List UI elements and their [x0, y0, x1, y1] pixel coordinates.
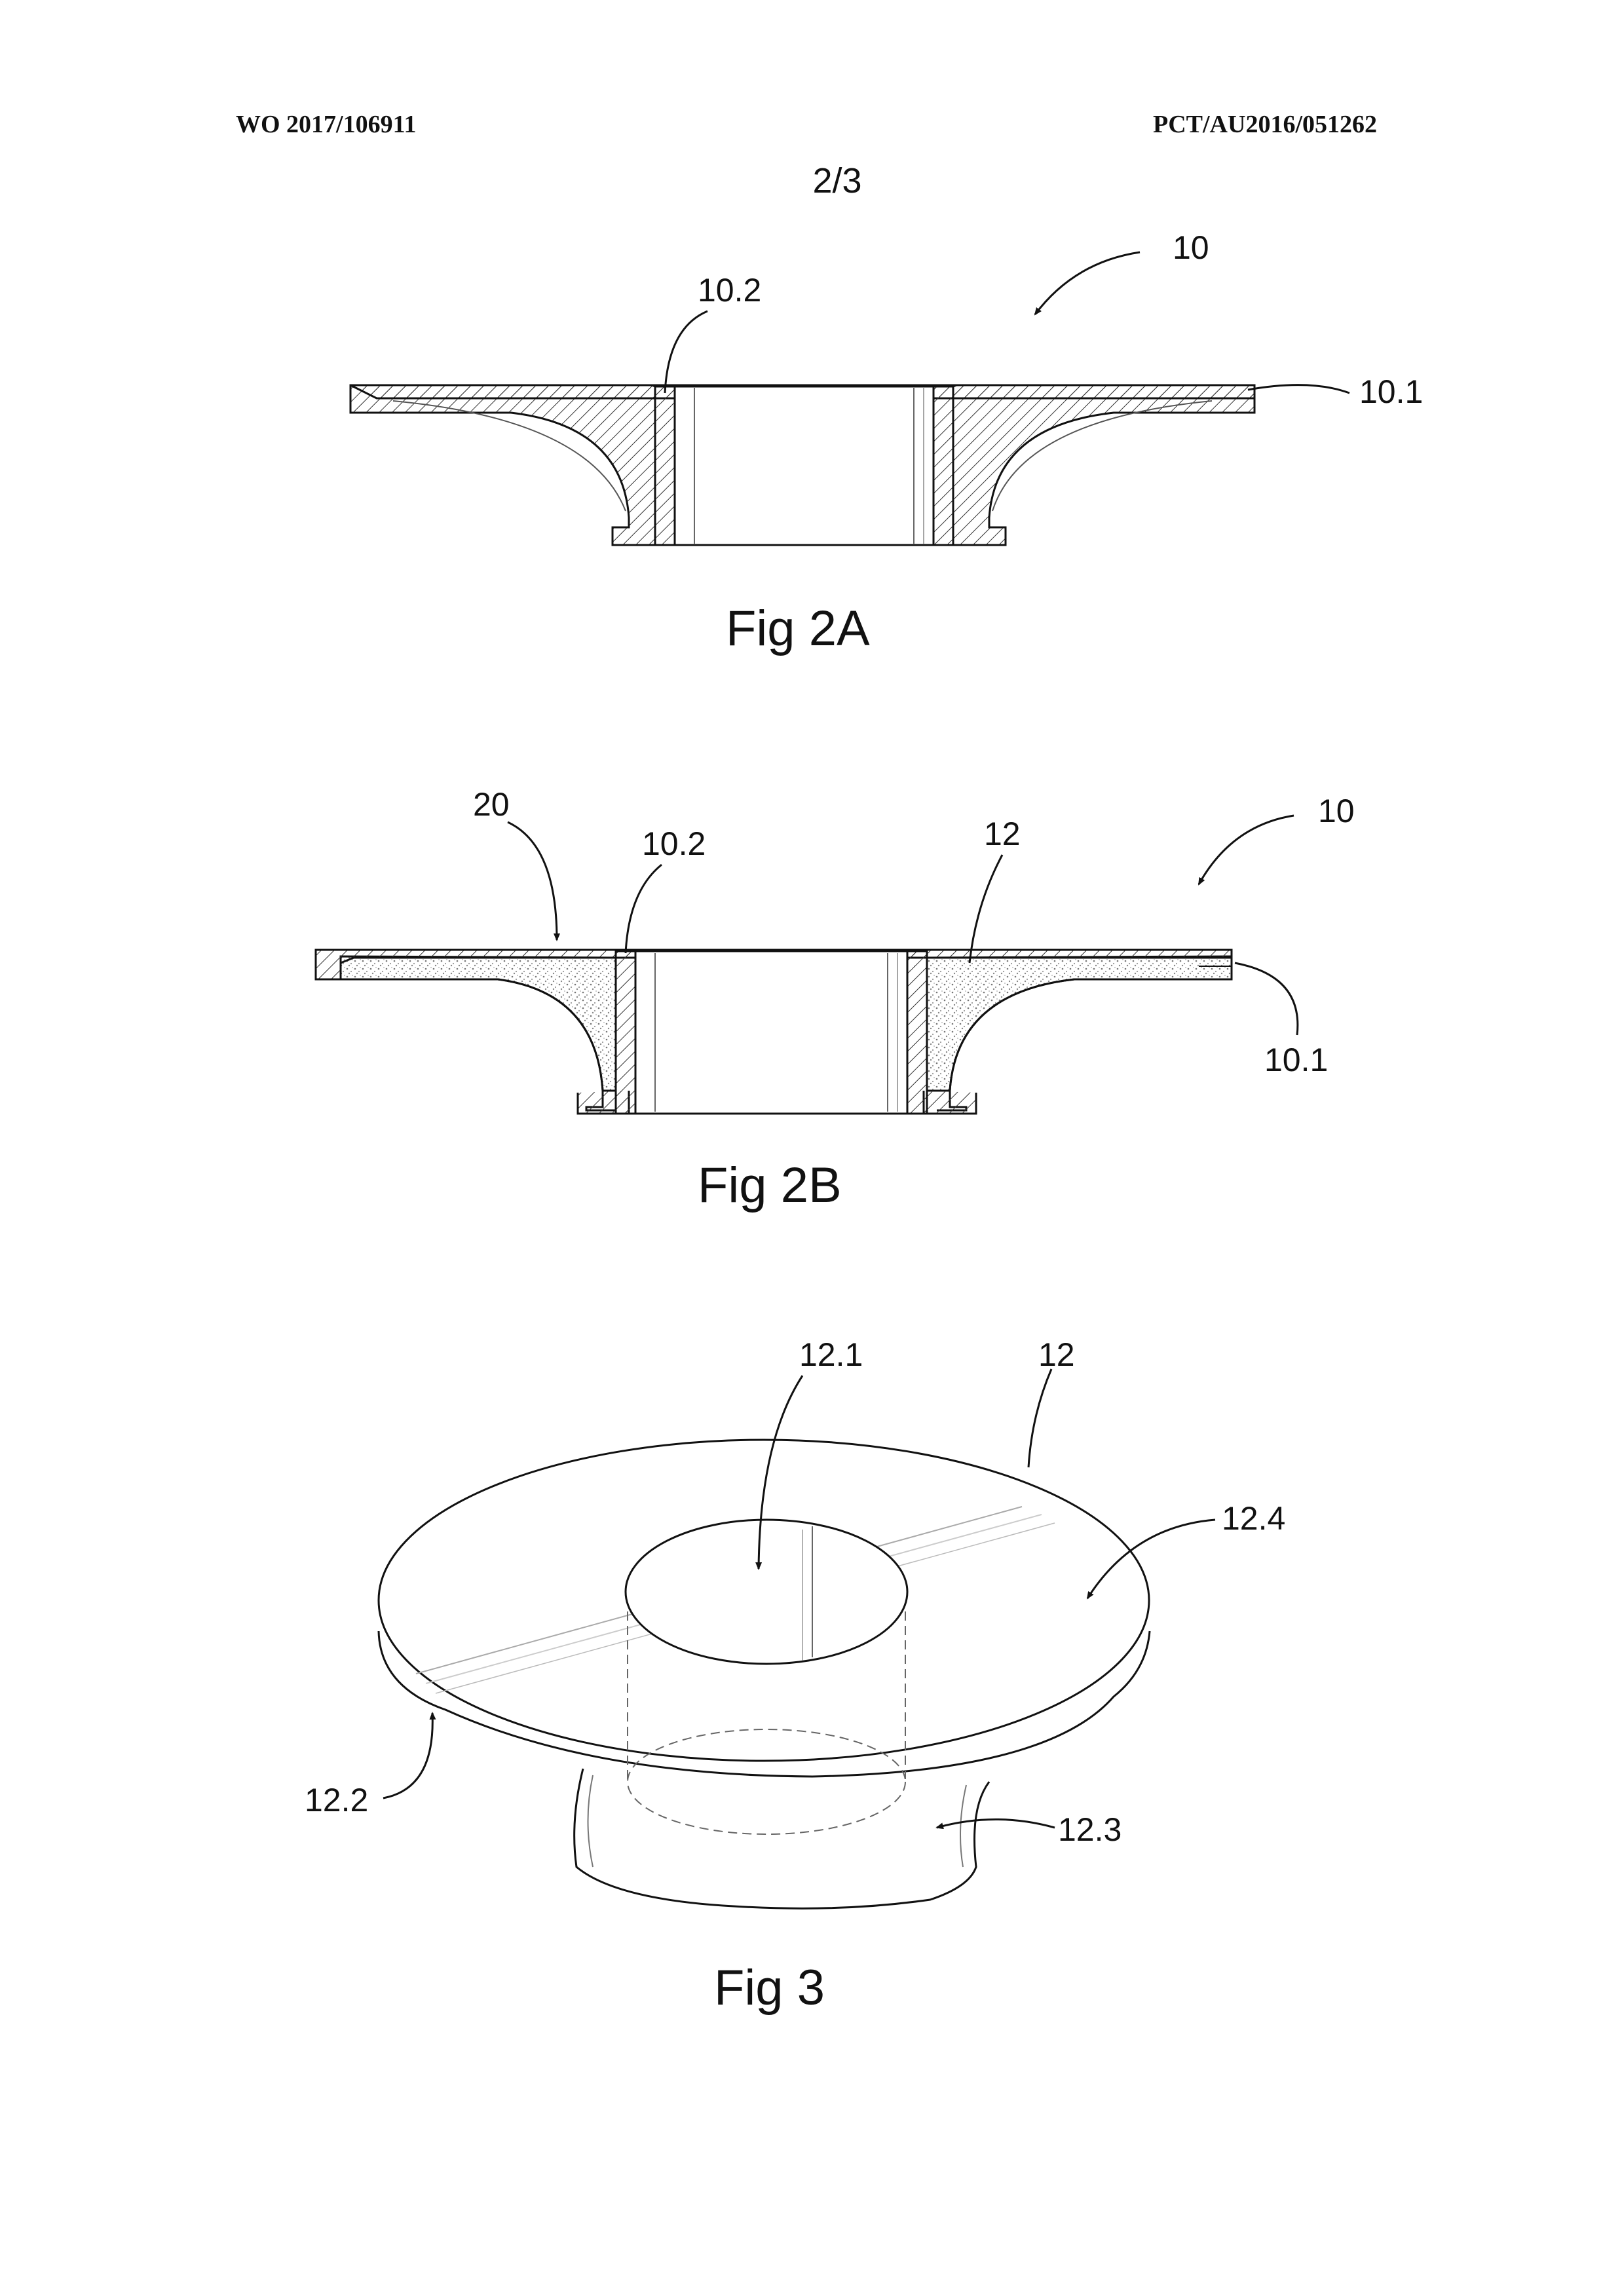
fig3-leader-12-3 — [935, 1818, 1055, 1830]
fig2a-bore — [673, 385, 935, 546]
fig2a-label-10: 10 — [1173, 229, 1209, 266]
fig2b-label-10: 10 — [1318, 793, 1355, 829]
fig3-leader-12 — [1027, 1368, 1053, 1468]
fig2a-caption: Fig 2A — [726, 601, 870, 656]
fig2a-leader-10-2 — [664, 310, 708, 394]
fig3-leader-12-2 — [383, 1712, 436, 1799]
fig2b-label-10-1: 10.1 — [1264, 1042, 1328, 1078]
publication-number: WO 2017/106911 — [236, 111, 417, 138]
fig3-bore — [624, 1518, 909, 1665]
fig2b-label-12: 12 — [984, 816, 1021, 852]
fig2a-label-10-2: 10.2 — [698, 272, 761, 309]
application-number: PCT/AU2016/051262 — [1153, 111, 1377, 138]
fig2a-left-shell — [349, 384, 656, 546]
fig2b-leader-12 — [968, 854, 1004, 964]
fig2b-label-20: 20 — [473, 786, 510, 823]
fig2a-leader-10 — [1034, 251, 1141, 316]
fig3-label-12-1: 12.1 — [799, 1336, 863, 1373]
fig3-leader-12-1 — [755, 1375, 804, 1570]
fig2a-leader-10-1 — [1247, 384, 1350, 394]
fig2b-caption: Fig 2B — [698, 1157, 842, 1213]
sheet-number: 2/3 — [812, 161, 862, 200]
fig2b-leader-10 — [1198, 814, 1294, 886]
fig3-base-body — [573, 1768, 990, 1910]
fig2b-leader-10-1 — [1234, 962, 1299, 1036]
fig2b-left-fill — [339, 955, 617, 1092]
fig2b-bore — [634, 950, 909, 1115]
fig3-label-12-3: 12.3 — [1058, 1811, 1122, 1848]
fig3-label-12-4: 12.4 — [1222, 1500, 1285, 1537]
fig2b-label-10-2: 10.2 — [642, 825, 706, 862]
fig3-label-12: 12 — [1038, 1336, 1075, 1373]
figure-2a: 10 10.2 10.1 Fig 2A — [349, 229, 1423, 656]
figure-2b: 20 10.2 12 10 10.1 Fig 2B — [314, 786, 1355, 1213]
fig2b-leader-20 — [507, 821, 560, 941]
figure-3: 12.1 12 12.4 12.2 12.3 Fig 3 — [305, 1336, 1285, 2016]
fig3-label-12-2: 12.2 — [305, 1782, 368, 1818]
fig3-caption: Fig 3 — [714, 1960, 825, 2016]
fig2a-label-10-1: 10.1 — [1359, 373, 1423, 410]
fig2b-right-fill — [926, 955, 1233, 1092]
fig2a-right-shell — [952, 384, 1256, 546]
fig2b-leader-10-2 — [624, 863, 662, 954]
fig3-leader-12-4 — [1086, 1518, 1216, 1600]
